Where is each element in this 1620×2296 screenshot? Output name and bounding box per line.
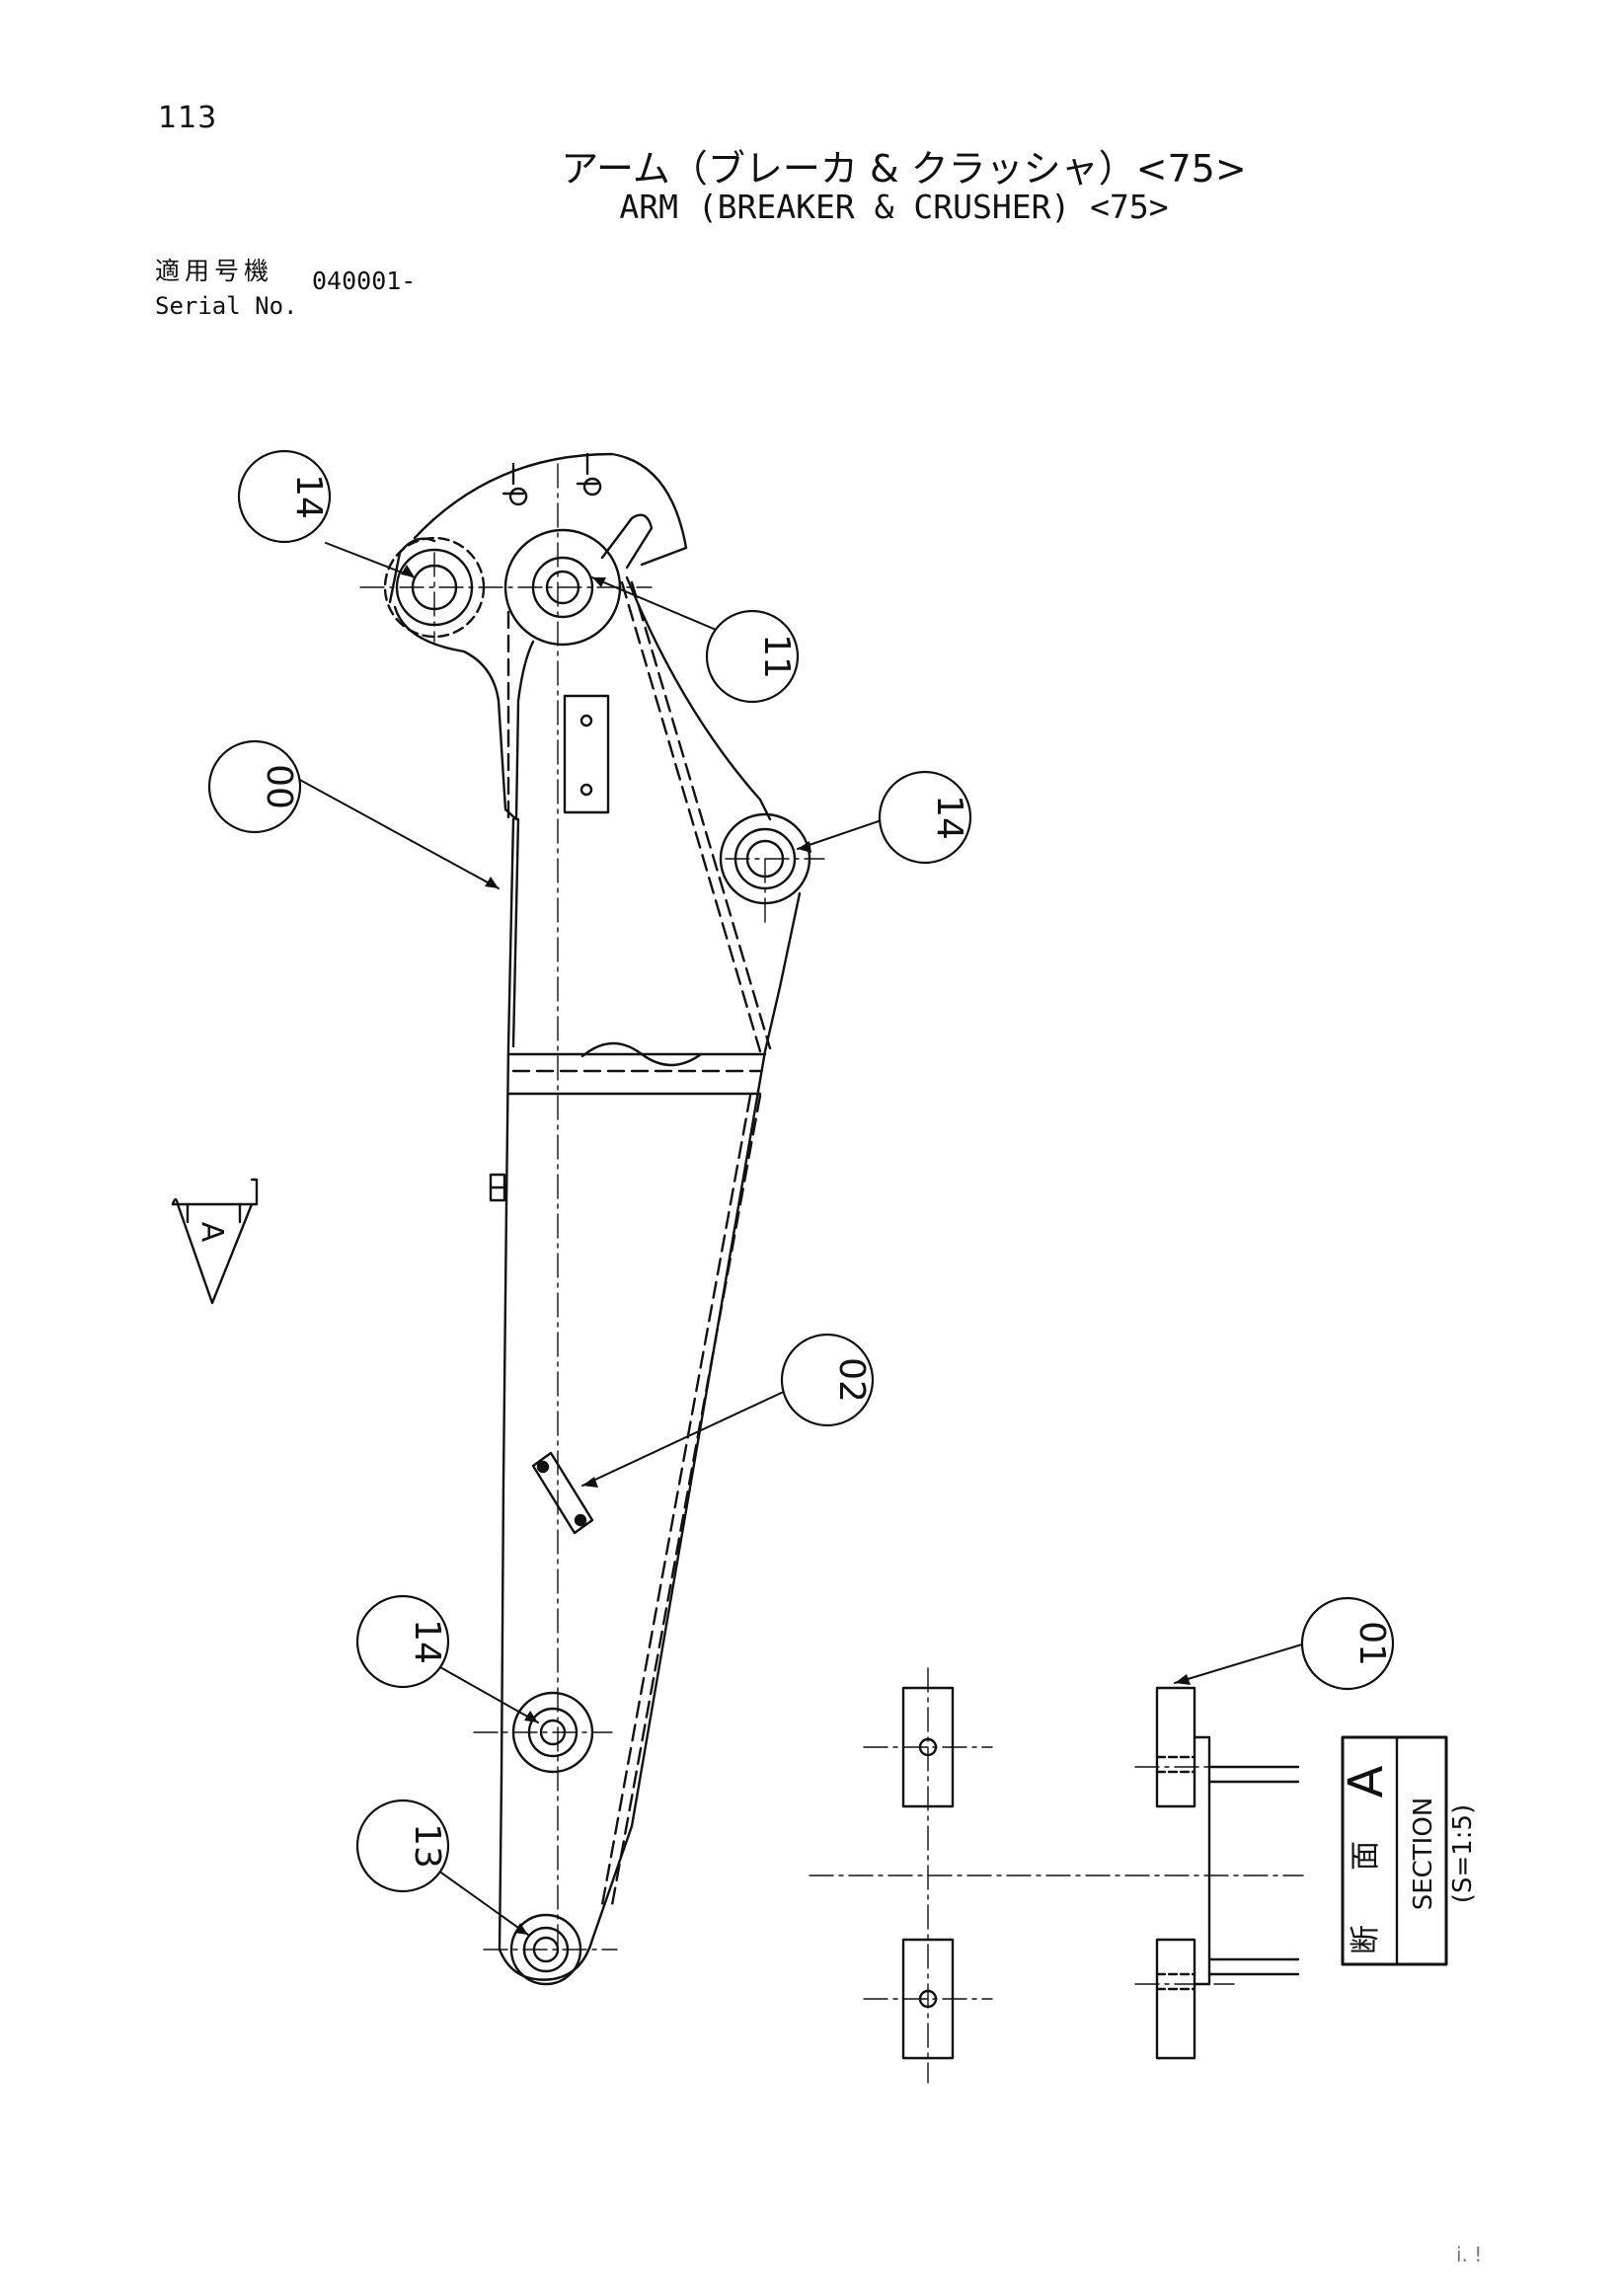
hidden-lines <box>506 580 772 1907</box>
callout-14-top-left-label: 14 <box>288 474 329 519</box>
callout-11-label: 11 <box>756 634 797 679</box>
callout-labels: 14 11 00 14 02 14 13 01 <box>259 474 1392 1869</box>
section-label: SECTION <box>1409 1798 1438 1911</box>
callout-02-balloon <box>780 1333 875 1427</box>
page-number: 113 <box>158 101 218 135</box>
part-02-bracket <box>531 1451 594 1535</box>
lug-side <box>489 1173 506 1202</box>
pin-11-boss <box>501 452 654 647</box>
callout-01-label: 01 <box>1351 1621 1392 1666</box>
section-kanji-2: 面 <box>1349 1841 1383 1871</box>
section-letter: A <box>1339 1765 1394 1798</box>
view-arrow-letter: A <box>194 1222 229 1243</box>
serial-label-english: Serial No. <box>155 292 298 320</box>
section-a-detail <box>809 1667 1304 2084</box>
plate-pad-upper <box>563 694 610 814</box>
page-title-english: ARM (BREAKER & CRUSHER) <75> <box>619 188 1169 226</box>
callout-00-label: 00 <box>259 764 299 809</box>
callout-14-bottom-balloon <box>355 1594 450 1689</box>
page-title-japanese: アーム（ブレーカ & クラッシャ）<75> <box>561 147 1247 191</box>
section-label-box <box>1341 1735 1448 1966</box>
section-kanji-1: 断 <box>1349 1925 1383 1954</box>
callout-00-balloon <box>207 739 302 834</box>
view-arrow-a <box>171 1178 259 1305</box>
leader-lines <box>254 542 1306 1936</box>
pin-14-left-boss <box>383 536 486 639</box>
pin-14-right-boss <box>719 812 811 905</box>
callout-11-balloon <box>705 609 800 704</box>
pin-14-bottom-boss <box>511 1691 594 1774</box>
callout-balloons <box>207 449 1395 1893</box>
callout-01-balloon <box>1300 1596 1395 1691</box>
callout-14-top-left-balloon <box>237 449 332 544</box>
center-lines <box>359 463 825 1955</box>
callout-14-bottom-label: 14 <box>407 1619 447 1664</box>
callout-13-label: 13 <box>407 1823 447 1869</box>
callout-14-right-balloon <box>878 770 972 865</box>
section-box-text: 断 面 A SECTION (S=1:5) <box>1339 1765 1478 1954</box>
leader-arrowheads <box>401 565 1191 1935</box>
serial-number-value: 040001- <box>312 267 417 295</box>
callout-13-balloon <box>355 1799 450 1893</box>
pin-13-boss <box>509 1913 582 1986</box>
callout-02-label: 02 <box>831 1357 872 1403</box>
callout-14-right-label: 14 <box>929 795 969 840</box>
footer-mark: i. ! <box>1456 2243 1483 2266</box>
section-scale: (S=1:5) <box>1448 1804 1478 1903</box>
serial-label-japanese: 適用号機 <box>155 257 274 285</box>
